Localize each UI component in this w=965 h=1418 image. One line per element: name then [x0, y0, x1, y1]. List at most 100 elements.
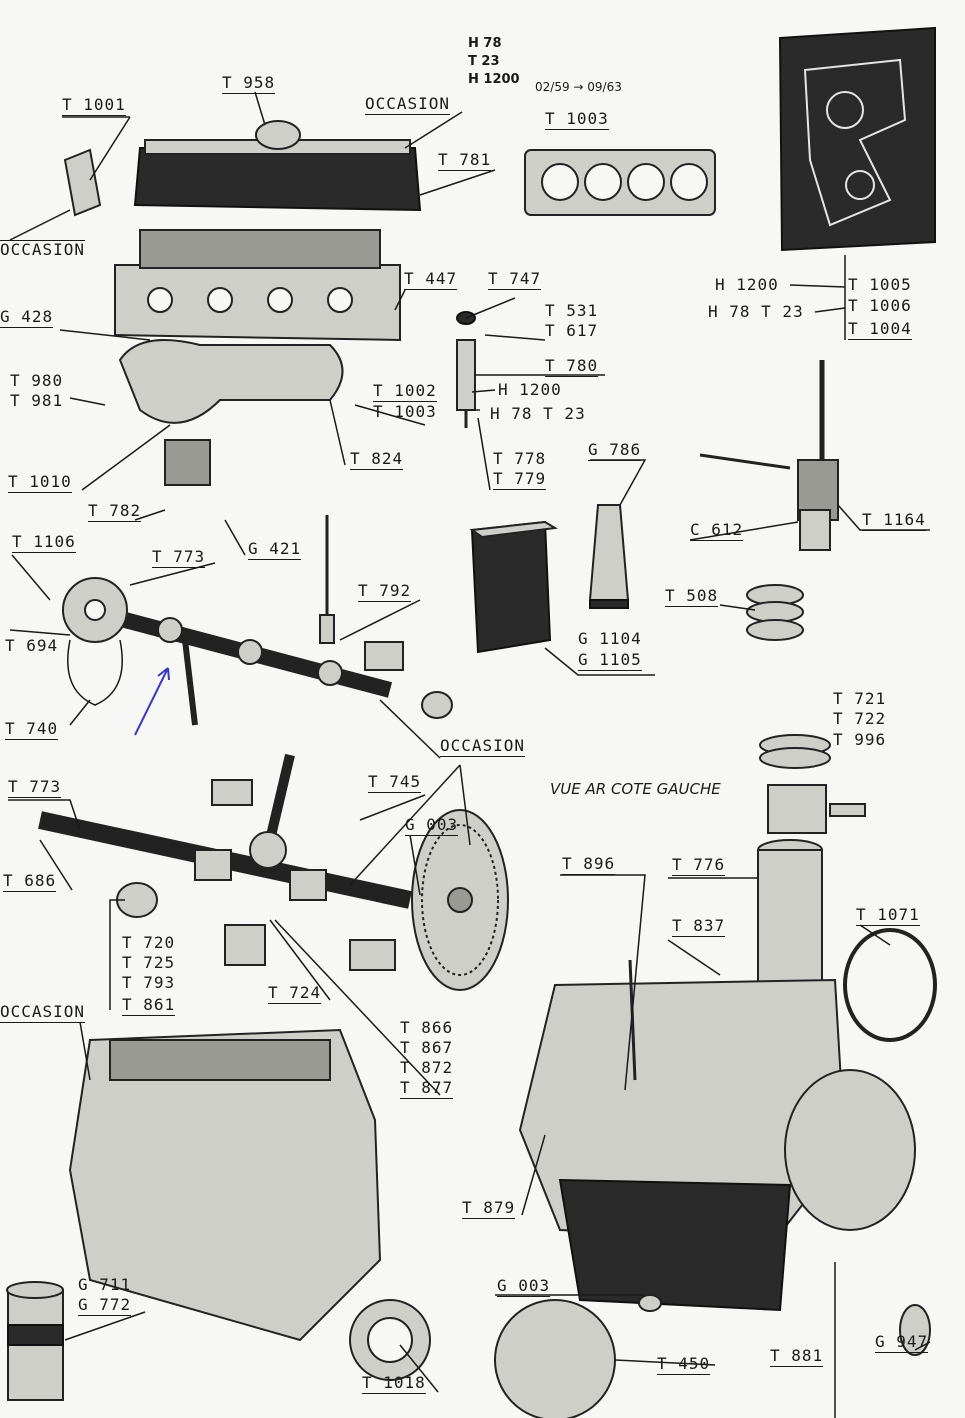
label-t867: T 867 — [400, 1038, 454, 1057]
label-t773-b: T 773 — [8, 777, 62, 798]
label-g421: G 421 — [248, 539, 302, 560]
label-t725: T 725 — [122, 953, 176, 972]
label-t1003-gasket: T 1003 — [545, 109, 609, 130]
label-t722: T 722 — [833, 709, 887, 728]
complete-engine — [518, 959, 931, 1356]
label-g1104: G 1104 — [578, 629, 642, 648]
label-g428: G 428 — [0, 307, 54, 328]
model-code-h78: H 78 — [468, 36, 502, 51]
manifold — [118, 339, 344, 424]
label-occasion-top: OCCASION — [365, 94, 451, 115]
label-g711: G 711 — [78, 1275, 132, 1294]
cam-bearings — [364, 641, 453, 719]
label-t508: T 508 — [665, 586, 719, 607]
label-t879: T 879 — [462, 1198, 516, 1219]
label-t1006: T 1006 — [848, 296, 912, 315]
label-t778: T 778 — [493, 449, 547, 468]
flywheel — [411, 809, 509, 991]
model-code-h1200: H 1200 — [468, 72, 520, 87]
view-note: VUE AR COTE GAUCHE — [550, 780, 721, 798]
label-t773-a: T 773 — [152, 547, 206, 568]
label-t724: T 724 — [268, 983, 322, 1004]
rocker-cover — [133, 120, 422, 212]
connecting-rod — [249, 753, 295, 869]
label-t531: T 531 — [545, 301, 599, 320]
label-t872: T 872 — [400, 1058, 454, 1077]
label-t1010: T 1010 — [8, 472, 72, 493]
label-t1005: T 1005 — [848, 275, 912, 294]
label-t1071: T 1071 — [856, 905, 920, 926]
camshaft — [122, 612, 393, 726]
label-t824: T 824 — [350, 449, 404, 470]
model-code-t23: T 23 — [468, 54, 500, 69]
label-t861: T 861 — [122, 995, 176, 1016]
label-t1003-valve: T 1003 — [373, 402, 437, 421]
cylinder-head — [114, 229, 401, 342]
label-h78t23-valve: H 78 T 23 — [490, 404, 586, 423]
oil-filter-canister — [6, 1281, 64, 1401]
label-t740: T 740 — [5, 719, 59, 740]
cylinder-liner — [757, 839, 823, 991]
timing-sprockets — [62, 577, 128, 706]
label-h78t23-set: H 78 T 23 — [708, 302, 804, 321]
label-t779: T 779 — [493, 469, 547, 490]
label-t980: T 980 — [10, 371, 64, 390]
production-date-range: 02/59 → 09/63 — [535, 80, 622, 94]
carburettor-adapter — [164, 439, 211, 486]
label-t1018: T 1018 — [362, 1373, 426, 1394]
cylinder-block — [68, 1028, 431, 1381]
label-g786: G 786 — [588, 440, 642, 461]
label-t1001: T 1001 — [62, 95, 126, 116]
label-g947: G 947 — [875, 1332, 929, 1353]
hand-drawn-arrow — [134, 667, 170, 736]
label-t996: T 996 — [833, 730, 887, 749]
main-bearings — [116, 779, 396, 971]
label-t450: T 450 — [657, 1354, 711, 1375]
label-g1105: G 1105 — [578, 650, 642, 671]
label-t780: T 780 — [545, 356, 599, 377]
label-t1164: T 1164 — [862, 510, 926, 531]
label-t721: T 721 — [833, 689, 887, 708]
piston — [767, 784, 866, 834]
label-t877: T 877 — [400, 1078, 454, 1099]
label-t958: T 958 — [222, 73, 276, 94]
label-t686: T 686 — [3, 871, 57, 892]
label-t694: T 694 — [5, 636, 59, 655]
breather-pipe — [63, 148, 102, 217]
label-t837: T 837 — [672, 916, 726, 937]
head-gasket — [524, 149, 716, 216]
pushrod — [319, 515, 335, 644]
sealant-tube — [588, 504, 630, 609]
label-g772: G 772 — [78, 1295, 132, 1316]
small-parts-kit — [494, 1294, 662, 1418]
leader-lines — [8, 91, 931, 1418]
label-occasion-block: OCCASION — [0, 1002, 86, 1023]
crankshaft — [38, 811, 412, 909]
oil-pump — [699, 360, 839, 551]
label-t896: T 896 — [562, 854, 616, 875]
oil-filter-element — [746, 584, 804, 641]
gasket-ring — [843, 928, 937, 1042]
label-t782: T 782 — [88, 501, 142, 522]
label-c612: C 612 — [690, 520, 744, 541]
label-h1200-valve: H 1200 — [498, 380, 562, 399]
label-t792: T 792 — [358, 581, 412, 602]
label-t793: T 793 — [122, 973, 176, 992]
label-t745: T 745 — [368, 772, 422, 793]
oil-can — [469, 520, 559, 654]
label-h1200-set: H 1200 — [715, 275, 779, 294]
piston-rings — [759, 734, 831, 769]
label-t866: T 866 — [400, 1018, 454, 1037]
label-t1004: T 1004 — [848, 319, 912, 340]
label-t1106: T 1106 — [12, 532, 76, 553]
label-g003-a: G 003 — [405, 815, 459, 836]
label-t720: T 720 — [122, 933, 176, 952]
label-g003-b: G 003 — [497, 1276, 551, 1297]
label-t981: T 981 — [10, 391, 64, 410]
label-t617: T 617 — [545, 321, 599, 340]
label-t881: T 881 — [770, 1346, 824, 1367]
label-t781: T 781 — [438, 150, 492, 171]
label-t776: T 776 — [672, 855, 726, 876]
label-occasion-left: OCCASION — [0, 240, 86, 259]
